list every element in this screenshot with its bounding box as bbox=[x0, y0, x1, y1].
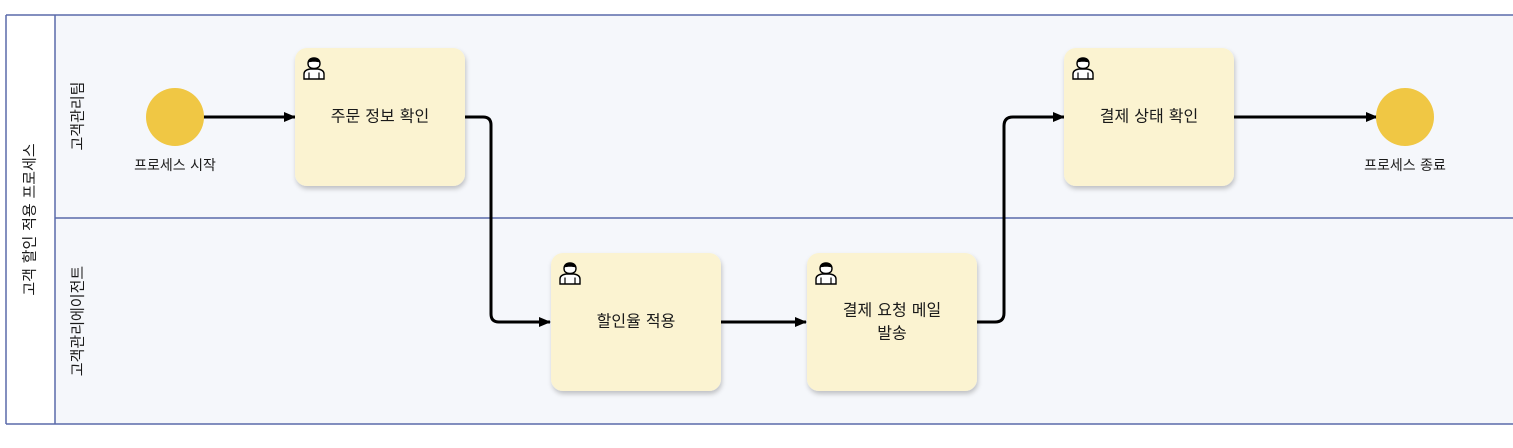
flow-task-3-to-task-4 bbox=[977, 112, 1065, 324]
task-3-label-line-2: 발송 bbox=[877, 324, 906, 343]
flow-task-1-to-task-2 bbox=[465, 115, 551, 327]
start-event[interactable]: 프로세스 시작 bbox=[134, 88, 216, 174]
start-event-circle[interactable] bbox=[146, 88, 204, 146]
task-4-box[interactable] bbox=[1064, 48, 1234, 186]
lane-title-1: 고객관리팀 bbox=[69, 81, 87, 150]
task-1-label: 주문 정보 확인 bbox=[331, 107, 430, 126]
pool-title: 고객 할인 적용 프로세스 bbox=[21, 143, 39, 296]
start-event-label: 프로세스 시작 bbox=[134, 158, 216, 174]
pool: 고객 할인 적용 프로세스 bbox=[5, 14, 1513, 425]
task-3-box[interactable] bbox=[807, 253, 977, 391]
sequence-flows bbox=[203, 112, 1378, 327]
end-event[interactable]: 프로세스 종료 bbox=[1364, 88, 1446, 174]
end-event-label: 프로세스 종료 bbox=[1364, 158, 1446, 174]
task-3-label-line-1: 결제 요청 메일 bbox=[843, 301, 942, 320]
end-event-circle[interactable] bbox=[1376, 88, 1434, 146]
lane-title-2: 고객관리에이전트 bbox=[69, 266, 87, 377]
task-4[interactable]: 결제 상태 확인 bbox=[1064, 48, 1234, 186]
task-1[interactable]: 주문 정보 확인 bbox=[295, 48, 465, 186]
task-2-label: 할인율 적용 bbox=[597, 312, 676, 331]
task-2-box[interactable] bbox=[551, 253, 721, 391]
task-4-label: 결제 상태 확인 bbox=[1100, 107, 1199, 126]
task-3[interactable]: 결제 요청 메일 발송 bbox=[807, 253, 977, 391]
task-1-box[interactable] bbox=[295, 48, 465, 186]
task-2[interactable]: 할인율 적용 bbox=[551, 253, 721, 391]
